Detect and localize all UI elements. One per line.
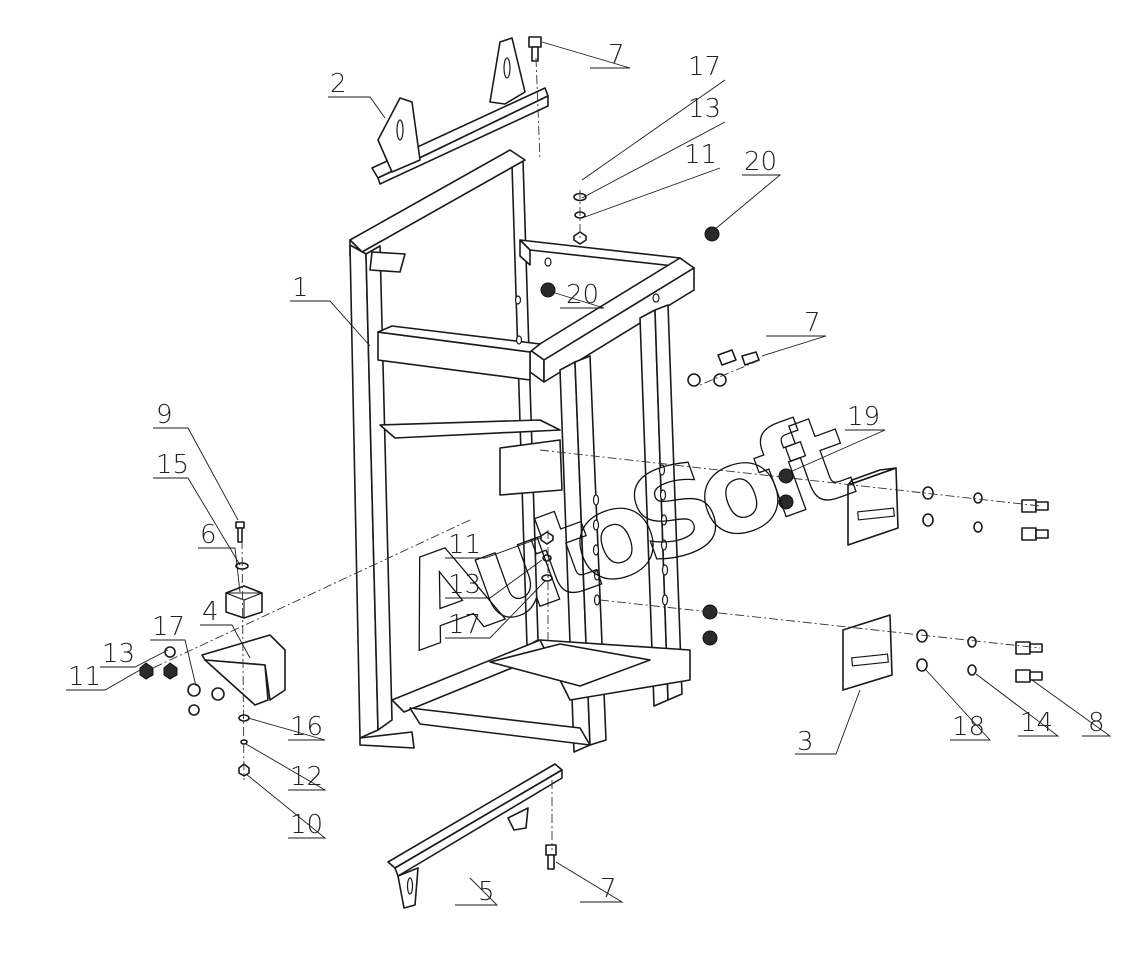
top-bracket xyxy=(371,37,549,185)
side-bracket xyxy=(201,634,286,706)
callout-9: 9 xyxy=(156,400,173,430)
callout-13-left: 13 xyxy=(102,639,135,669)
callout-2: 2 xyxy=(330,69,347,99)
assembly-axes xyxy=(139,57,1041,850)
callout-14: 14 xyxy=(1020,708,1053,738)
callout-20-center: 20 xyxy=(566,280,599,310)
leader-lines xyxy=(66,41,1112,906)
callout-16: 16 xyxy=(290,712,323,742)
spacer-block xyxy=(225,585,263,619)
callout-17-left: 17 xyxy=(152,612,185,642)
callout-6: 6 xyxy=(200,520,217,550)
callout-12: 12 xyxy=(290,762,323,792)
callout-4: 4 xyxy=(202,597,219,627)
bottom-bracket xyxy=(387,763,563,909)
callout-17-center: 17 xyxy=(448,610,481,640)
adjust-plate-upper xyxy=(847,467,899,546)
callout-19: 19 xyxy=(847,402,880,432)
callout-5: 5 xyxy=(478,877,495,907)
callout-7-top: 7 xyxy=(608,40,625,70)
callout-1: 1 xyxy=(292,273,309,303)
callout-17-top: 17 xyxy=(688,52,721,82)
callout-8: 8 xyxy=(1088,708,1105,738)
post-hole-group xyxy=(514,257,669,606)
callout-20-top: 20 xyxy=(744,147,777,177)
callout-13-top: 13 xyxy=(688,94,721,124)
callout-11-center: 11 xyxy=(448,530,481,560)
callout-18: 18 xyxy=(952,712,985,742)
callout-11-top: 11 xyxy=(684,140,717,170)
callout-7-bottom: 7 xyxy=(600,874,617,904)
callout-13-center: 13 xyxy=(448,570,481,600)
callout-7-right: 7 xyxy=(804,308,821,338)
callout-3: 3 xyxy=(797,727,814,757)
callout-15: 15 xyxy=(156,450,189,480)
adjust-plate-lower xyxy=(842,614,893,691)
callout-10: 10 xyxy=(290,810,323,840)
callout-labels: 1 2 3 4 5 6 7 7 7 8 9 10 11 11 11 12 13 … xyxy=(68,40,1105,907)
main-frame xyxy=(349,149,695,753)
callout-11-left: 11 xyxy=(68,662,101,692)
